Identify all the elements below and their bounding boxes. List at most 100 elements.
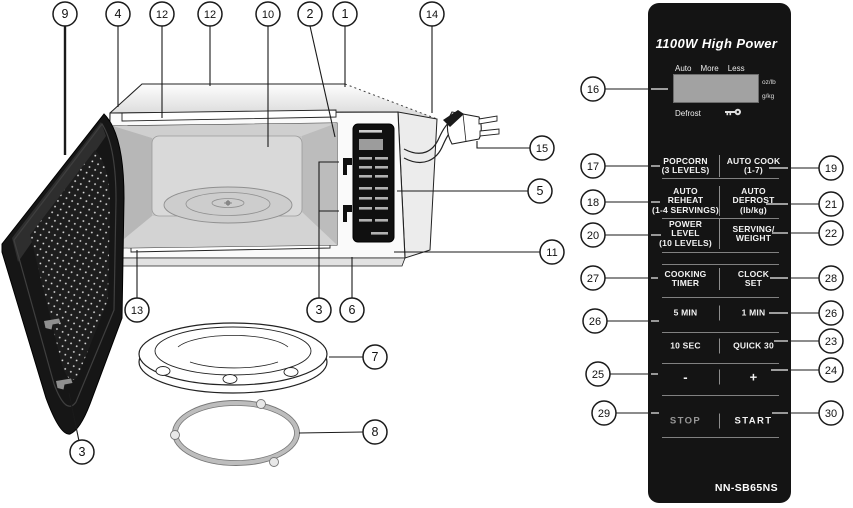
callout-26: 26 [818,300,844,326]
callout-1: 1 [332,1,358,27]
svg-text:12: 12 [156,9,168,21]
panel-button-5-min[interactable]: 5 MIN [652,308,719,318]
panel-button-serving-weight[interactable]: SERVING/WEIGHT [720,224,787,244]
panel-separator [662,218,779,219]
button-divider [719,219,720,249]
callout-17: 17 [580,153,606,179]
callout-7: 7 [362,344,388,370]
svg-text:3: 3 [79,445,86,459]
panel-button-1-min[interactable]: 1 MIN [720,308,787,318]
callout-3: 3 [306,297,332,323]
panel-button-quick-30[interactable]: QUICK 30 [720,341,787,351]
panel-button-btn[interactable]: - [652,371,719,384]
panel-row: POPCORN(3 LEVELS)AUTO COOK(1-7) [652,155,787,177]
callout-line-8 [298,431,364,434]
svg-text:14: 14 [426,9,438,21]
button-label: AUTO COOK [726,155,781,166]
turntable-tray [138,322,328,394]
callout-12: 12 [197,1,223,27]
callout-11: 11 [539,239,565,265]
button-label: (10 LEVELS) [659,237,712,248]
panel-button-stop[interactable]: STOP [652,416,719,427]
button-label: CLOCK [737,268,770,279]
panel-button-auto-cook-1-7[interactable]: AUTO COOK(1-7) [720,155,787,176]
model-number: NN-SB65NS [714,482,778,494]
button-label: DEFROST [732,195,775,206]
display-label-auto: Auto [675,64,692,73]
callout-29: 29 [591,400,617,426]
callout-22: 22 [818,220,844,246]
button-label: (lb/kg) [740,204,767,215]
panel-separator [662,297,779,298]
callout-20: 20 [580,222,606,248]
callout-2: 2 [297,1,323,27]
callout-24: 24 [818,357,844,383]
turntable-recess [163,186,293,224]
svg-text:21: 21 [825,199,837,211]
panel-row: -+ [652,369,787,385]
svg-text:23: 23 [825,336,837,348]
display-label-defrost: Defrost [675,108,701,118]
button-label: LEVEL [671,228,700,239]
button-label: STOP [669,415,702,427]
callout-12: 12 [149,1,175,27]
bottom-vent-slot [130,241,331,253]
display-unit-labels: oz/lb g/kg [762,76,776,104]
callout-line-2 [309,25,336,138]
button-label: (1-4 SERVINGS) [652,204,719,215]
callout-30: 30 [818,400,844,426]
button-label: AUTO [673,185,698,196]
callout-25: 25 [585,361,611,387]
callout-9: 9 [52,1,78,27]
callout-13: 13 [124,297,150,323]
panel-separator [662,252,779,253]
microwave-oven-drawing [1,83,500,467]
svg-text:30: 30 [825,408,837,420]
button-label: + [749,369,758,385]
svg-text:17: 17 [587,161,599,173]
button-divider [719,338,720,354]
button-divider [719,305,720,321]
callout-23: 23 [818,328,844,354]
callout-5: 5 [527,178,553,204]
panel-button-popcorn-3-levels[interactable]: POPCORN(3 LEVELS) [652,156,719,176]
panel-button-start[interactable]: START [720,416,787,427]
panel-separator [662,264,779,265]
button-label: 1 MIN [741,307,766,318]
svg-text:2: 2 [307,7,314,21]
unit-oz-lb: oz/lb [762,79,776,86]
callout-line-3 [68,392,80,442]
callout-6: 6 [339,297,365,323]
oven-cavity [112,122,338,249]
oven-side-face [397,111,438,259]
panel-separator [662,395,779,396]
callout-27: 27 [580,265,606,291]
svg-text:11: 11 [546,247,557,259]
svg-text:10: 10 [262,9,274,21]
svg-text:12: 12 [204,9,216,21]
svg-text:27: 27 [587,273,599,285]
callout-15: 15 [529,135,555,161]
door-window [30,150,110,381]
oven-top-face [109,83,438,120]
callout-26: 26 [582,308,608,334]
svg-text:24: 24 [825,365,837,377]
svg-text:16: 16 [587,84,599,96]
button-label: AUTO [741,185,766,196]
svg-text:26: 26 [589,316,601,328]
svg-text:6: 6 [349,303,356,317]
panel-row: STOP START [652,413,787,429]
panel-button-10-sec[interactable]: 10 SEC [652,341,719,351]
panel-button-+[interactable]: + [720,371,787,384]
callout-10: 10 [255,1,281,27]
callout-3: 3 [69,439,95,465]
callout-line-15 [476,141,530,149]
